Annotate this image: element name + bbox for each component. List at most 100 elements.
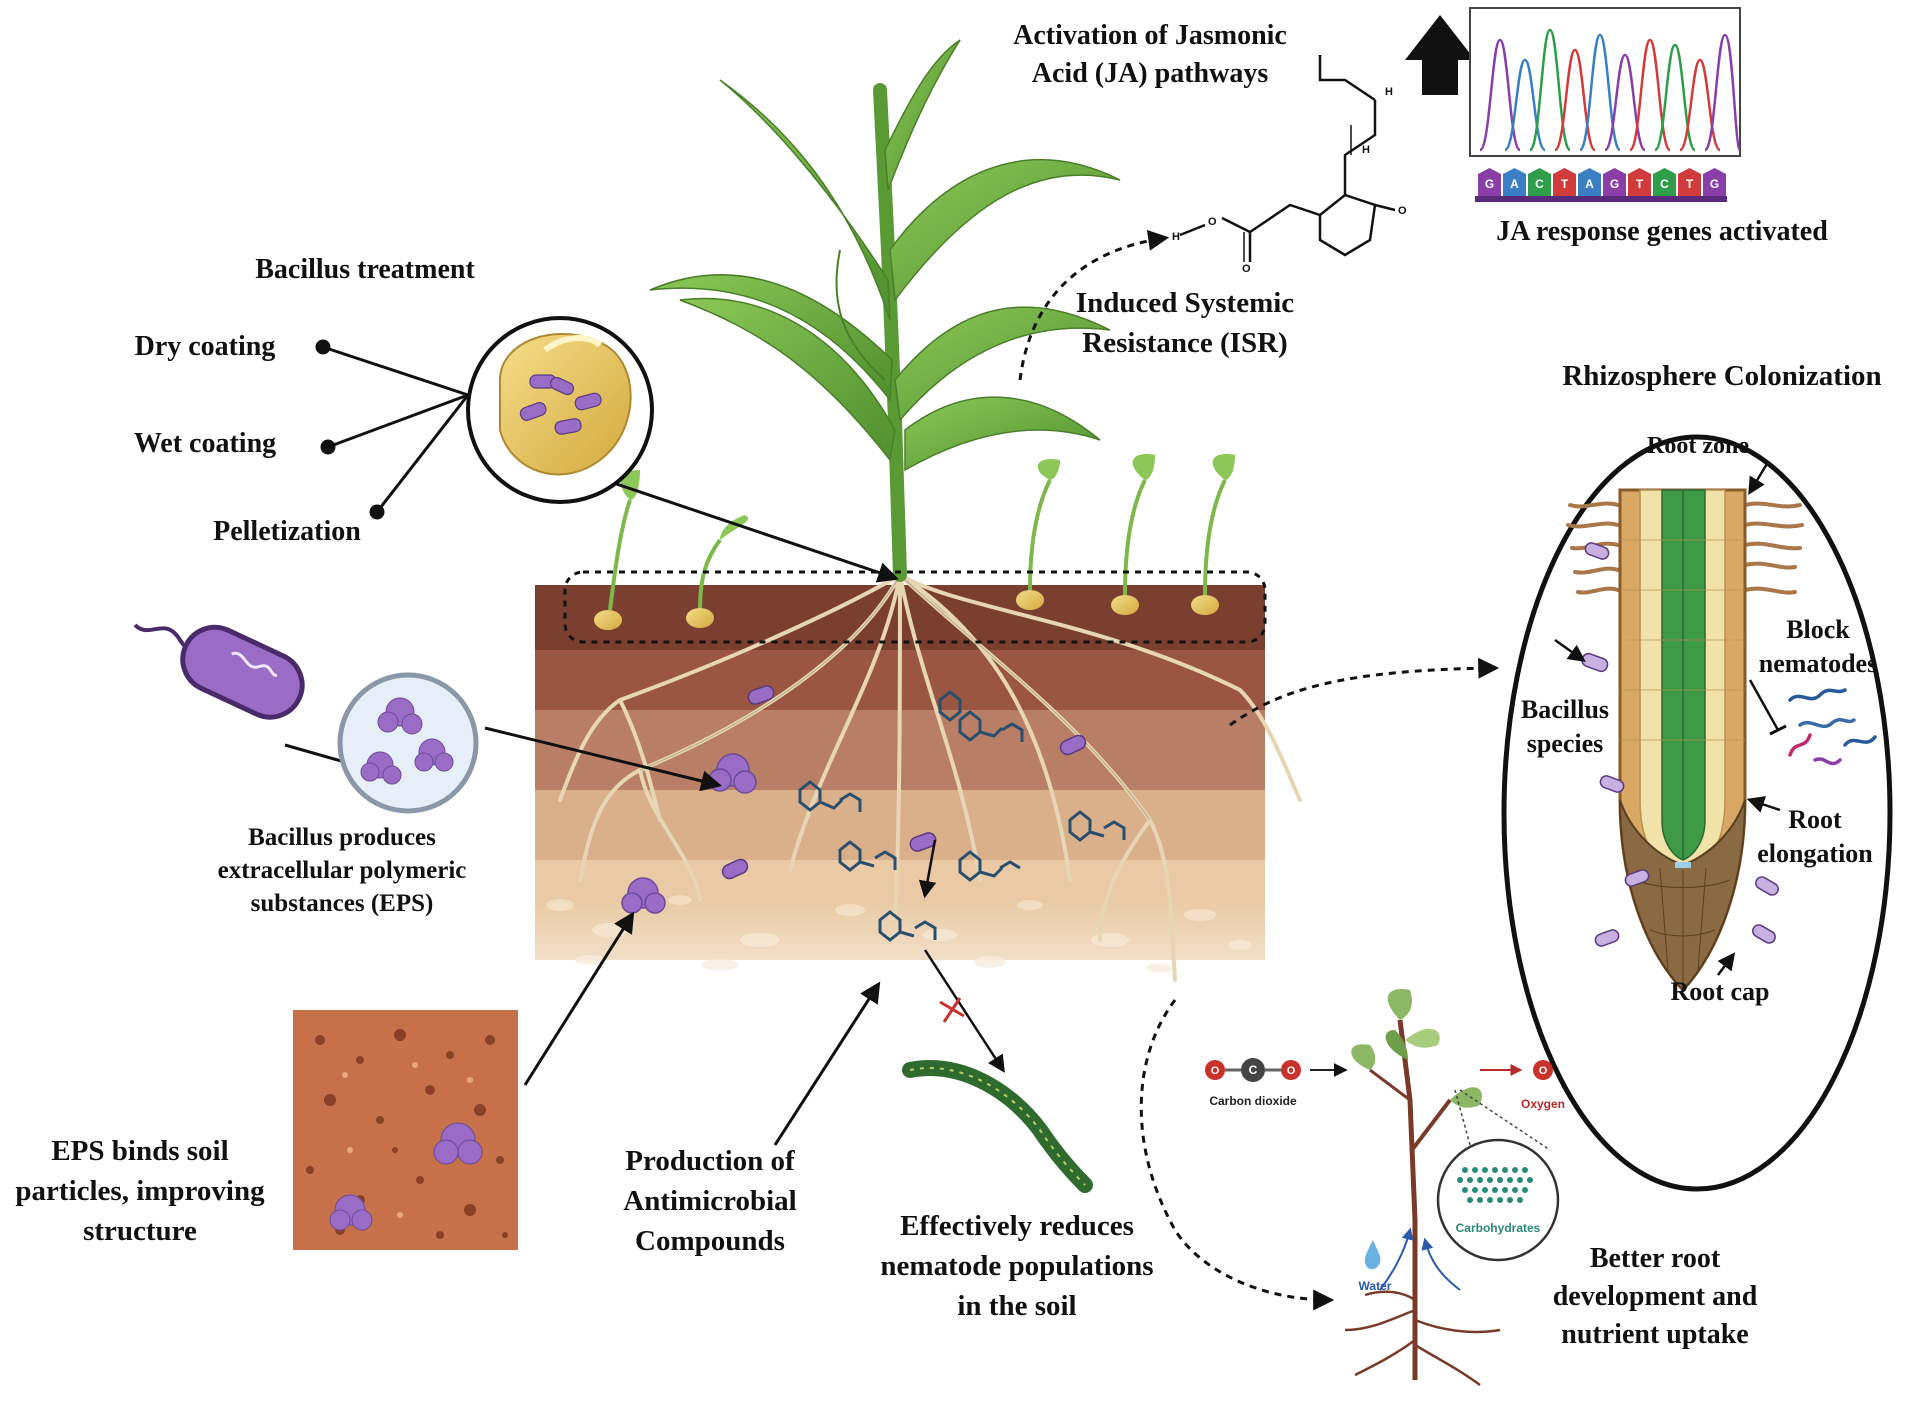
root-elongation-line2: elongation xyxy=(1757,839,1873,868)
better-root-line2: development and xyxy=(1553,1281,1758,1312)
soil-bacteria xyxy=(721,685,1087,880)
isr-label-line2: Resistance (ISR) xyxy=(1082,327,1287,359)
dna-base-letter: G xyxy=(1485,177,1494,191)
seed-magnifier xyxy=(466,316,654,504)
dna-base-letter: C xyxy=(1660,177,1669,191)
atom-h2: H xyxy=(1362,144,1370,156)
dna-backbone xyxy=(1475,196,1727,202)
eps-magnifier xyxy=(337,672,479,814)
dna-base-letter: C xyxy=(1535,177,1544,191)
rhizosphere-title: Rhizosphere Colonization xyxy=(1562,360,1881,392)
dna-base-letter: T xyxy=(1561,177,1569,191)
seedling xyxy=(1191,454,1235,615)
bacillus-cell xyxy=(133,623,354,769)
atom-o-label-2: O xyxy=(1287,1065,1296,1077)
dna-base-block xyxy=(1703,168,1726,196)
atom-h3: H xyxy=(1385,86,1393,98)
dry-coating-label: Dry coating xyxy=(135,331,276,362)
dna-base-block xyxy=(1628,168,1651,196)
soil-aggregate xyxy=(293,1010,518,1250)
atom-o-label: O xyxy=(1211,1065,1220,1077)
root-outlines xyxy=(639,574,1151,821)
dna-base-block xyxy=(1478,168,1501,196)
nematode xyxy=(902,1060,1093,1193)
wet-coating-label: Wet coating xyxy=(134,428,276,459)
binds-label-line3: structure xyxy=(83,1215,197,1247)
nematode-label-line2: nematode populations xyxy=(880,1250,1153,1282)
small-plant xyxy=(1344,989,1501,1387)
arrow-plant-to-ja xyxy=(1018,229,1170,381)
seed-zone-box xyxy=(563,570,1267,644)
dna-base-block xyxy=(1528,168,1551,196)
eps-label-line1: Bacillus produces xyxy=(248,824,436,851)
arrow-eps-to-soil xyxy=(484,726,723,792)
nematode-label-line1: Effectively reduces xyxy=(900,1210,1134,1242)
dna-base-block xyxy=(1653,168,1676,196)
root-elongation-line1: Root xyxy=(1788,805,1842,834)
eps-label-line2: extracellular polymeric xyxy=(218,857,467,884)
seedling xyxy=(1111,454,1155,615)
rhizosphere-oval xyxy=(1501,434,1893,1192)
corn-plant xyxy=(649,39,1121,582)
arrow-to-rhizosphere xyxy=(1229,657,1500,727)
ja-label-line1: Activation of Jasmonic xyxy=(1013,20,1287,51)
atom-c-label: C xyxy=(1249,1063,1258,1077)
dna-base-block xyxy=(1603,168,1626,196)
bacillus-treatment-title: Bacillus treatment xyxy=(255,254,475,285)
co2-molecule: O C O xyxy=(1205,1058,1301,1082)
atom-o: O xyxy=(1208,216,1217,228)
jasmonic-acid-structure xyxy=(1179,55,1396,262)
dna-base-letter: G xyxy=(1710,177,1719,191)
dna-base-block xyxy=(1503,168,1526,196)
binds-label-line1: EPS binds soil xyxy=(51,1135,228,1167)
arrow-compound-down xyxy=(918,839,937,899)
dna-base-letter: A xyxy=(1510,177,1519,191)
antimicrobial-label-line2: Antimicrobial xyxy=(623,1185,796,1217)
upregulation-arrow-icon xyxy=(1405,15,1475,95)
dna-base-block xyxy=(1578,168,1601,196)
better-root-line3: nutrient uptake xyxy=(1561,1319,1748,1350)
root-zone-label: Root zone xyxy=(1647,433,1749,459)
pelletization-label: Pelletization xyxy=(213,516,361,547)
arrow-to-compounds xyxy=(773,981,881,1146)
treatment-connectors xyxy=(315,339,470,520)
seedlings xyxy=(594,454,1235,630)
root-cap-label: Root cap xyxy=(1671,977,1770,1006)
arrow-to-nematode xyxy=(923,949,1005,1073)
atom-h: H xyxy=(1172,231,1180,243)
dna-base-letter: G xyxy=(1610,177,1619,191)
arrow-to-plant-uptake xyxy=(1139,999,1335,1311)
antimicrobial-label-line3: Compounds xyxy=(635,1225,785,1257)
ja-genes-label: JA response genes activated xyxy=(1496,216,1828,247)
eps-label-line3: substances (EPS) xyxy=(251,890,434,917)
seedling xyxy=(1016,459,1060,610)
nematode-label-line3: in the soil xyxy=(957,1290,1076,1322)
dna-base-block xyxy=(1553,168,1576,196)
atom-o3: O xyxy=(1398,205,1407,217)
oxygen-label: Oxygen xyxy=(1521,1097,1565,1111)
block-nematodes-line2: nematodes xyxy=(1759,649,1877,678)
binds-label-line2: particles, improving xyxy=(15,1175,265,1207)
better-root-line1: Better root xyxy=(1590,1243,1721,1274)
arrow-to-eps-cluster xyxy=(523,911,635,1086)
dna-base-letter: A xyxy=(1585,177,1594,191)
arrow-seed-to-roots xyxy=(574,468,899,583)
carbohydrates-label: Carbohydrates xyxy=(1456,1221,1541,1235)
oxygen-atom-label: O xyxy=(1539,1065,1548,1077)
water-label: Water xyxy=(1359,1279,1392,1293)
block-nematodes-line1: Block xyxy=(1786,615,1850,644)
antimicrobial-label-line1: Production of xyxy=(625,1145,795,1177)
carbohydrate-magnifier: Carbohydrates xyxy=(1436,1089,1560,1262)
co2-label: Carbon dioxide xyxy=(1209,1094,1297,1108)
dna-base-block xyxy=(1678,168,1701,196)
chromatogram xyxy=(1469,7,1742,157)
bacillus-species-line1: Bacillus xyxy=(1521,695,1609,724)
ja-label-line2: Acid (JA) pathways xyxy=(1032,58,1269,89)
atom-o2: O xyxy=(1242,263,1251,275)
dna-base-letter: T xyxy=(1686,177,1694,191)
isr-label-line1: Induced Systemic xyxy=(1076,287,1294,319)
antimicrobial-compounds xyxy=(798,690,1126,942)
blocked-cross xyxy=(939,997,965,1023)
